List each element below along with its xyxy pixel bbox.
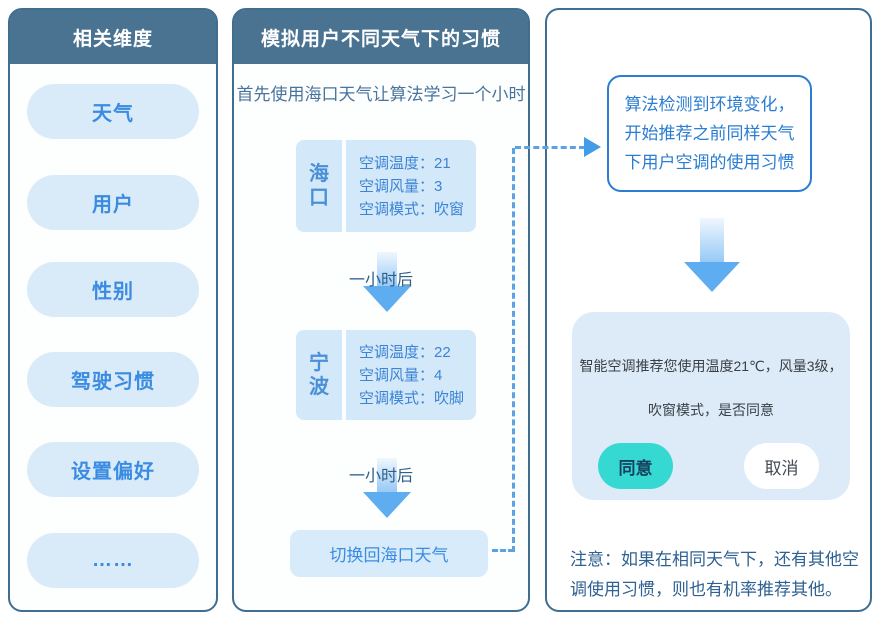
panel-recommendation: 算法检测到环境变化， 开始推荐之前同样天气 下用户空调的使用习惯 智能空调推荐您… [545, 8, 872, 612]
setting-temperature: 空调温度：21 [359, 154, 451, 172]
panel-dimensions: 相关维度 天气 用户 性别 驾驶习惯 设置偏好 …… [8, 8, 218, 612]
callout-line: 下用户空调的使用习惯 [624, 153, 795, 172]
switch-back-box: 切换回海口天气 [290, 530, 488, 577]
after-one-hour-label: 一小时后 [348, 272, 413, 289]
agree-button[interactable]: 同意 [598, 443, 673, 489]
arrow-stem [700, 218, 724, 262]
stage-city-label: 海口 [309, 163, 329, 209]
setting-fan: 空调风量：4 [359, 366, 443, 384]
right-arrowhead-icon [584, 137, 601, 157]
dashed-connector-bottom [492, 549, 514, 552]
dimension-pill-weather: 天气 [27, 84, 199, 139]
simulation-intro-text: 首先使用海口天气让算法学习一个小时 [236, 85, 526, 104]
dimension-pill-preference: 设置偏好 [27, 442, 199, 497]
stage-divider [342, 330, 346, 420]
dimension-pill-gender: 性别 [27, 262, 199, 317]
dashed-connector-vertical [512, 148, 515, 552]
dimension-pill-user: 用户 [27, 175, 199, 230]
callout-line: 算法检测到环境变化， [624, 95, 795, 114]
arrow-head [363, 286, 411, 312]
setting-mode: 空调模式：吹脚 [359, 389, 465, 407]
recommendation-text-line1: 智能空调推荐您使用温度21℃，风量3级， [579, 358, 843, 374]
panel-dimensions-title: 相关维度 [10, 10, 216, 64]
arrow-stem [377, 252, 397, 286]
algorithm-callout: 算法检测到环境变化， 开始推荐之前同样天气 下用户空调的使用习惯 [607, 75, 812, 192]
stage-city-label: 宁波 [309, 352, 329, 398]
dashed-connector-top [515, 146, 585, 149]
dimension-pill-driving-habit: 驾驶习惯 [27, 352, 199, 407]
down-arrow-icon [363, 458, 411, 518]
note-text-line1: 注意：如果在相同天气下，还有其他空 [570, 550, 859, 569]
setting-fan: 空调风量：3 [359, 177, 443, 195]
recommendation-text-line2: 吹窗模式，是否同意 [648, 402, 774, 418]
dimension-pill-more: …… [27, 533, 199, 588]
panel-simulation-title: 模拟用户不同天气下的习惯 [234, 10, 528, 64]
down-arrow-icon [684, 218, 740, 292]
stage-box-haikou: 海口 空调温度：21 空调风量：3 空调模式：吹窗 [296, 140, 476, 232]
stage-box-ningbo: 宁波 空调温度：22 空调风量：4 空调模式：吹脚 [296, 330, 476, 420]
stage-divider [342, 140, 346, 232]
recommendation-card: 智能空调推荐您使用温度21℃，风量3级， 吹窗模式，是否同意 同意 取消 [572, 312, 850, 500]
arrow-head [684, 262, 740, 292]
panel-simulation: 模拟用户不同天气下的习惯 首先使用海口天气让算法学习一个小时 海口 空调温度：2… [232, 8, 530, 612]
note-text-line2: 调使用习惯，则也有机率推荐其他。 [570, 580, 842, 599]
setting-temperature: 空调温度：22 [359, 343, 451, 361]
cancel-button[interactable]: 取消 [744, 443, 819, 489]
stage-settings: 空调温度：21 空调风量：3 空调模式：吹窗 [346, 140, 476, 232]
arrow-stem [377, 458, 397, 492]
callout-line: 开始推荐之前同样天气 [624, 124, 795, 143]
setting-mode: 空调模式：吹窗 [359, 200, 465, 218]
arrow-head [363, 492, 411, 518]
after-one-hour-label: 一小时后 [348, 468, 413, 485]
down-arrow-icon [363, 252, 411, 312]
stage-settings: 空调温度：22 空调风量：4 空调模式：吹脚 [346, 330, 476, 420]
